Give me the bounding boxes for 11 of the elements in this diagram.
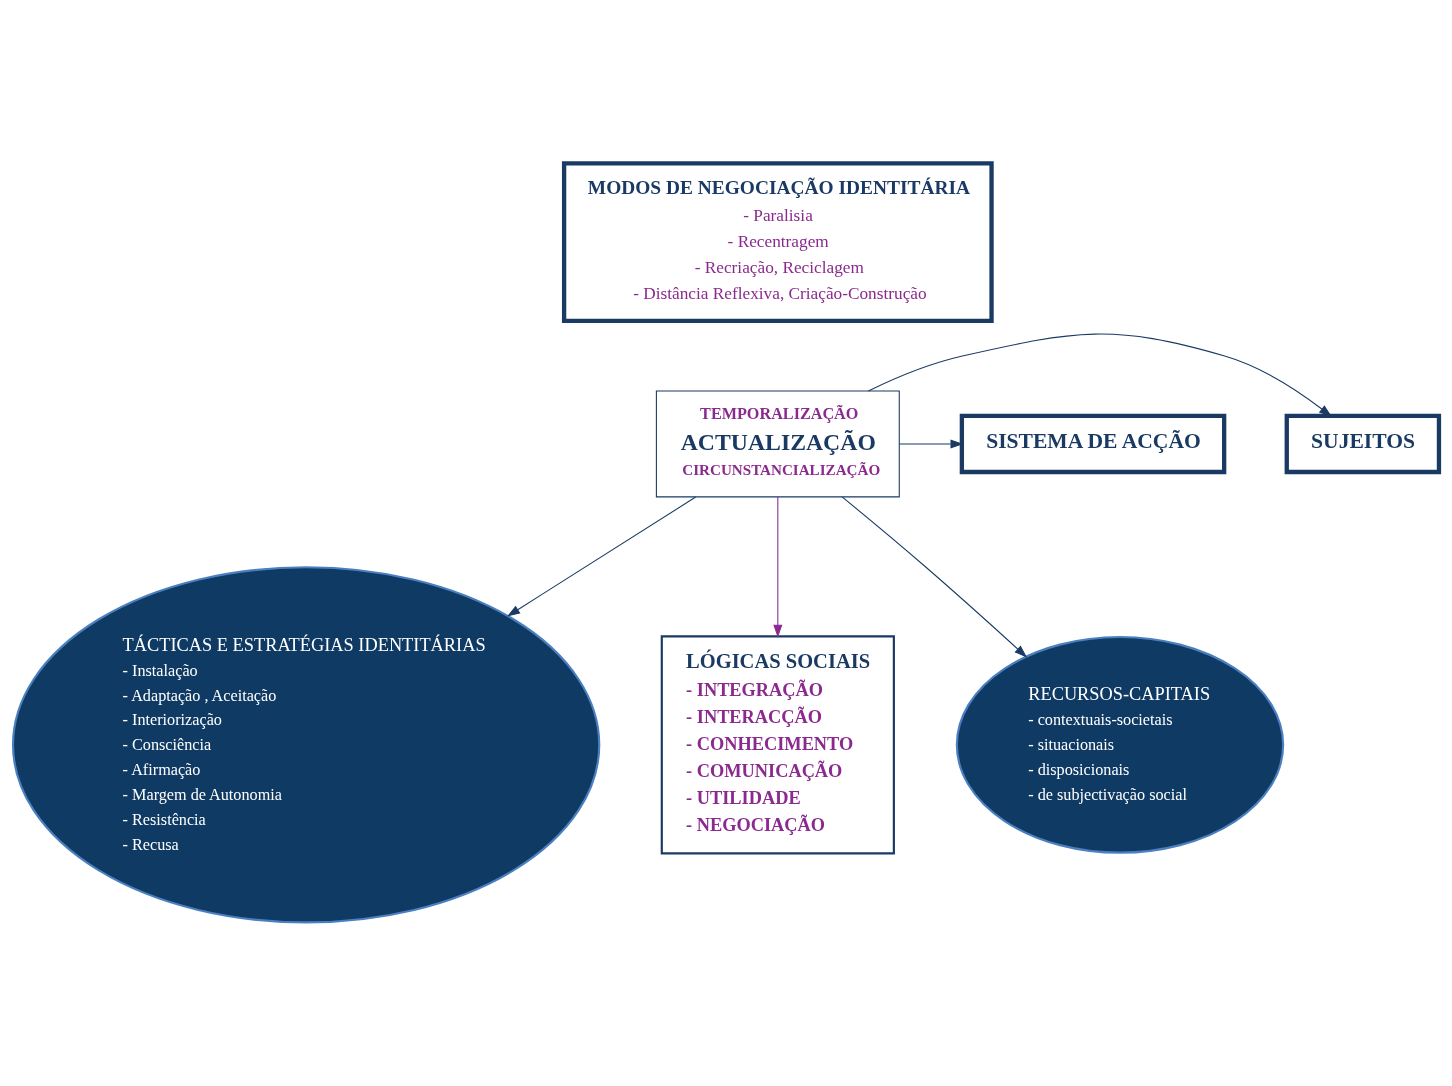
- arrow: [841, 496, 1028, 658]
- node-box: TEMPORALIZAÇÃO ACTUALIZAÇÃO CIRCUNSTANCIALIZAÇÃO: [655, 390, 900, 498]
- node-box: SUJEITOS: [1284, 413, 1442, 475]
- node-box: LÓGICAS SOCIAIS - INTEGRAÇÃO - INTERACÇÃO - CONHECIMENTO - COMUNICAÇÃO - UTILIDADE - NEGOCIAÇÃO: [660, 635, 895, 855]
- node-box: MODOS DE NEGOCIAÇÃO IDENTITÁRIA - Paralisia - Recentragem - Recriação, Reciclagem - Distância Reflexiva, Criação-Construção: [561, 161, 994, 324]
- node-ellipse: TÁCTICAS E ESTRATÉGIAS IDENTITÁRIAS - Instalação - Adaptação , Aceitação - Interiorização - Consciência - Afirmação - Margem de Autonomia - Resistência - Recusa: [11, 566, 601, 924]
- arrow: [507, 496, 697, 617]
- node-box: SISTEMA DE ACÇÃO: [959, 413, 1227, 475]
- node-ellipse: RECURSOS-CAPITAIS - contextuais-societais - situacionais - disposicionais - de subjectivação social: [955, 635, 1285, 854]
- arrow: [773, 496, 783, 638]
- arrow: [867, 333, 1332, 417]
